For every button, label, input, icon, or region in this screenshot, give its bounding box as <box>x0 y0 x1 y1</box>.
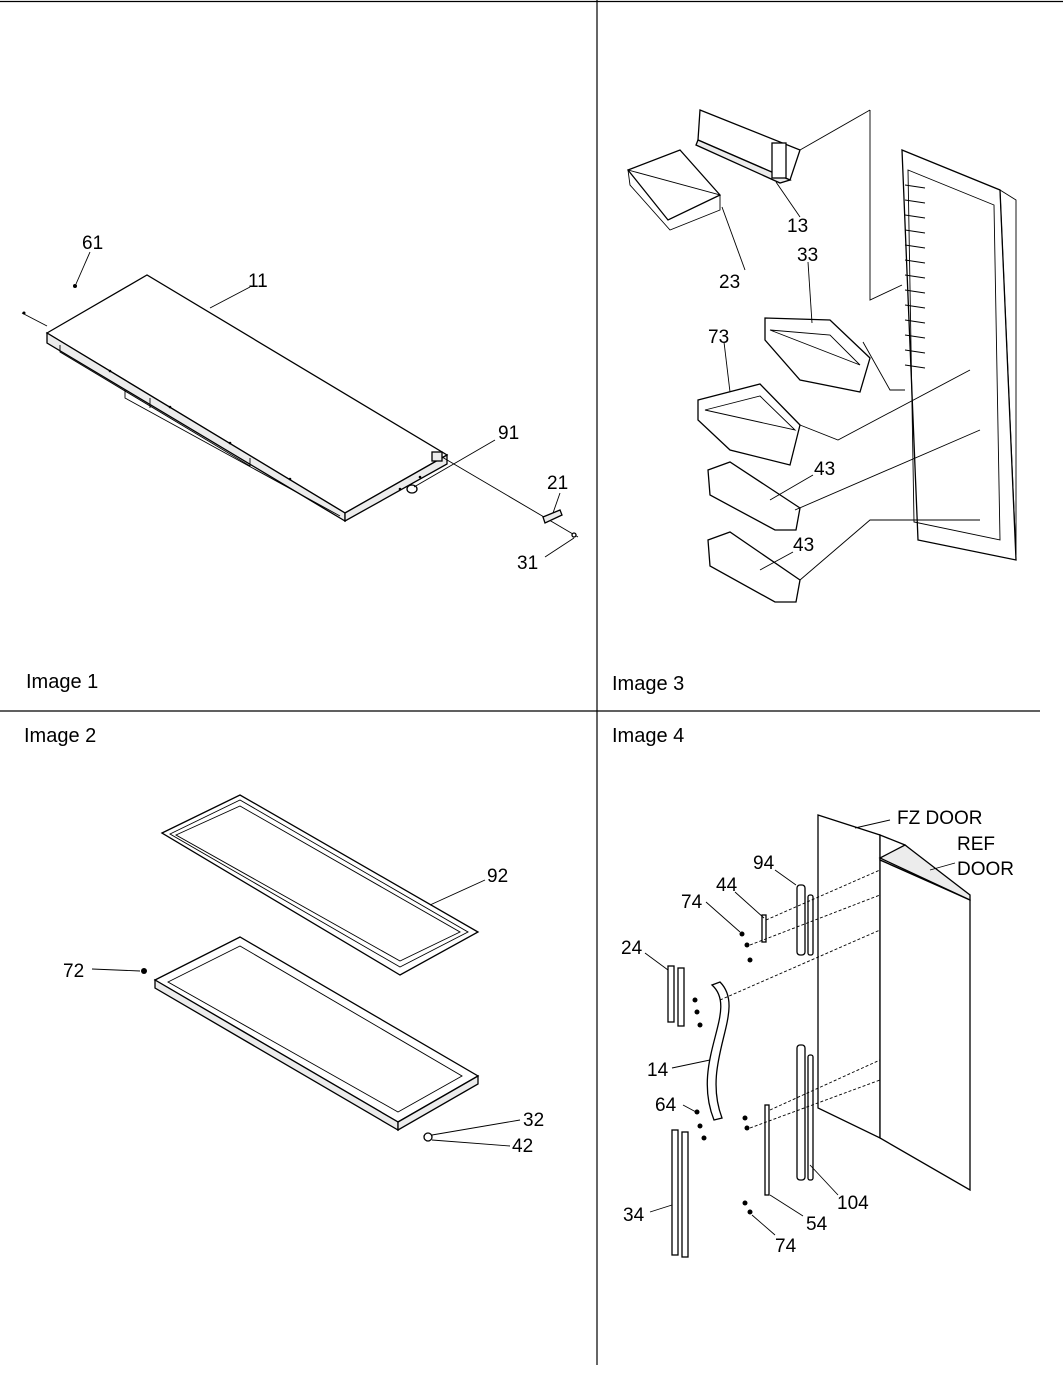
label-44: 44 <box>716 875 738 896</box>
label-74-lower: 74 <box>775 1236 797 1257</box>
label-43-upper: 43 <box>814 459 835 480</box>
door-shelf-ribs <box>904 184 926 369</box>
caption-image-4: Image 4 <box>612 725 684 747</box>
label-24: 24 <box>621 938 643 959</box>
label-14: 14 <box>647 1060 669 1081</box>
caption-image-3: Image 3 <box>612 673 684 695</box>
label-33: 33 <box>797 245 818 266</box>
label-54: 54 <box>806 1214 828 1235</box>
label-74-upper: 74 <box>681 892 703 913</box>
label-73: 73 <box>708 327 729 348</box>
label-64: 64 <box>655 1095 677 1116</box>
label-ref: REF <box>957 834 995 855</box>
label-11: 11 <box>248 271 268 292</box>
label-door: DOOR <box>957 859 1014 880</box>
image-2-glass-shelf-drawing <box>91 794 521 1147</box>
label-72: 72 <box>63 961 84 982</box>
image-2-labels: 92 72 32 42 <box>63 866 544 1157</box>
image-1-shelf-drawing <box>21 251 579 558</box>
screws <box>692 931 753 1215</box>
label-92: 92 <box>487 866 508 887</box>
image-4-handles-drawing <box>644 814 971 1258</box>
label-104: 104 <box>837 1193 869 1214</box>
label-21: 21 <box>547 473 568 494</box>
label-fz-door: FZ DOOR <box>897 808 983 829</box>
label-32: 32 <box>523 1110 544 1131</box>
label-61: 61 <box>82 233 103 254</box>
image-3-door-bins-drawing <box>626 109 1017 603</box>
caption-image-1: Image 1 <box>26 671 98 693</box>
image-4-labels: FZ DOOR REF DOOR 94 44 74 24 14 64 34 10… <box>621 808 1014 1257</box>
label-94: 94 <box>753 853 775 874</box>
label-91: 91 <box>498 423 519 444</box>
label-13: 13 <box>787 216 808 237</box>
label-42: 42 <box>512 1136 533 1157</box>
label-31: 31 <box>517 553 538 574</box>
label-43-lower: 43 <box>793 535 814 556</box>
shelf-rivets <box>108 369 422 491</box>
caption-image-2: Image 2 <box>24 725 96 747</box>
label-34: 34 <box>623 1205 645 1226</box>
image-3-labels: 13 23 33 73 43 43 <box>708 216 835 556</box>
label-23: 23 <box>719 272 740 293</box>
image-1-labels: 61 11 91 21 31 <box>82 233 568 574</box>
